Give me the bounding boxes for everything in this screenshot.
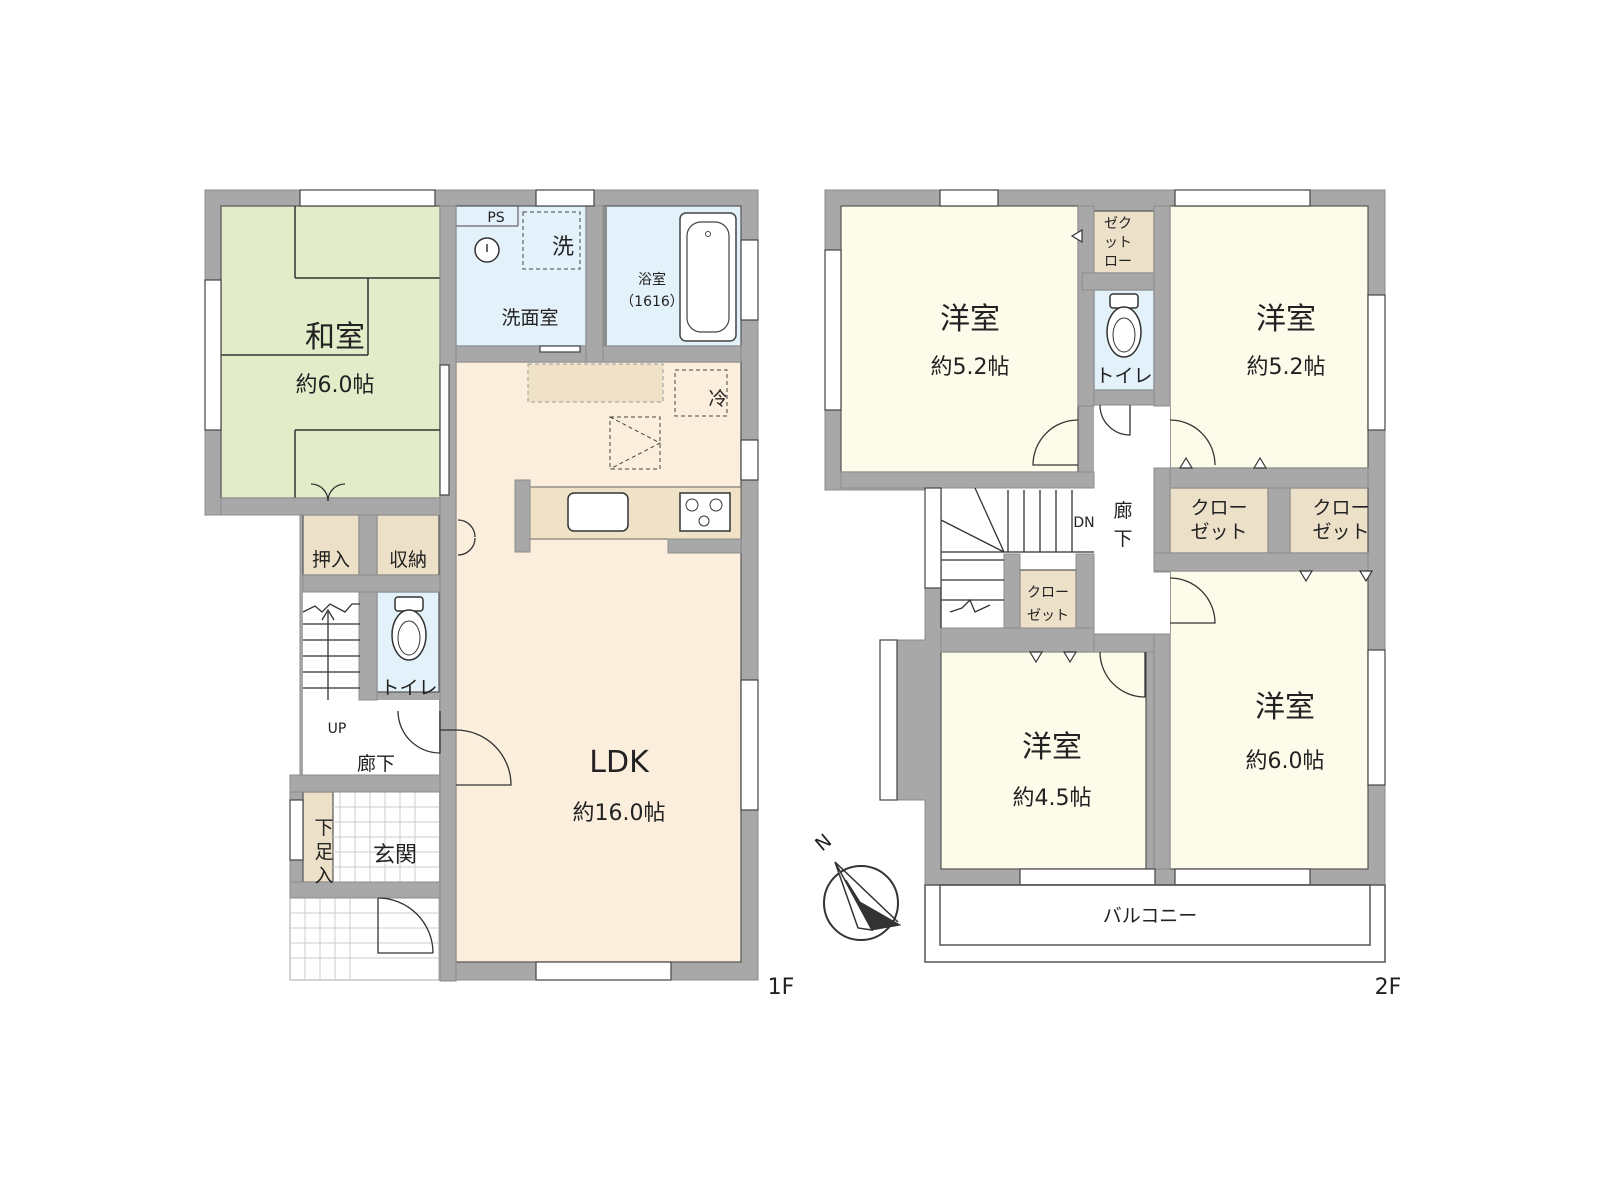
windows-2f (824, 189, 1386, 886)
washbasin-icon (474, 237, 500, 263)
tatami-lines (221, 206, 440, 498)
room-ne-name: 洋室 (1256, 302, 1316, 337)
room-nw-name: 洋室 (940, 302, 1000, 337)
floor-1 (204, 189, 759, 982)
washitsu-name: 和室 (305, 320, 365, 355)
compass: N (811, 830, 902, 941)
hall-1f (303, 700, 439, 775)
shoebox-label-2: 足 (314, 841, 333, 863)
room-nw[interactable] (840, 205, 1079, 473)
oshiire-closet[interactable] (302, 514, 360, 576)
room-nw-area: 約5.2帖 (931, 355, 1010, 380)
room-se-name: 洋室 (1255, 690, 1315, 725)
closet-small-label-3: ロー (1104, 254, 1132, 270)
sink-icon (567, 492, 629, 532)
closet-2-label-2: ゼット (1312, 521, 1369, 543)
toilet-2f-label: トイレ (1095, 365, 1152, 387)
dn-label: DN (1073, 515, 1094, 531)
shuno-label: 収納 (389, 549, 427, 571)
closet-2[interactable] (1289, 487, 1369, 554)
closet-2-label-1: クロー (1312, 497, 1369, 519)
washitsu-area: 約6.0帖 (296, 373, 375, 398)
toilet-1f-label: トイレ (380, 677, 437, 699)
floor2-label: 2F (1375, 975, 1402, 1000)
senmenshitsu-room[interactable] (455, 205, 587, 347)
ldk-area: 約16.0帖 (573, 801, 666, 826)
closet-small-label-1: ゼク (1104, 216, 1132, 232)
room-se-area: 約6.0帖 (1246, 749, 1325, 774)
shoebox-label-3: 入 (314, 865, 333, 887)
ldk-room[interactable] (455, 361, 742, 963)
rouka-1f-label: 廊下 (357, 753, 395, 775)
toilet-2f-icon (1106, 293, 1142, 358)
room-sw-name: 洋室 (1022, 730, 1082, 765)
closet-3-label-2: ゼット (1027, 608, 1069, 624)
rouka-2f-label-2: 下 (1113, 528, 1132, 550)
stairs-1f (302, 603, 360, 700)
shoebox-label-1: 下 (314, 817, 333, 839)
stair-1f (303, 592, 360, 700)
ps-label: PS (487, 210, 504, 226)
bath-label: 浴室 (638, 271, 666, 288)
washer-space (522, 211, 581, 270)
balcony-label: バルコニー (1103, 905, 1198, 927)
closet-1[interactable] (1169, 487, 1269, 554)
compass-needle-south (845, 879, 902, 931)
compass-axis (834, 861, 899, 923)
doors-2f[interactable] (1032, 404, 1216, 698)
doors-1f[interactable] (310, 483, 512, 954)
closet-small-label-2: ット (1104, 235, 1132, 251)
ldk-name: LDK (589, 745, 650, 780)
room-sw[interactable] (940, 651, 1147, 870)
kitchen-shelf (527, 363, 664, 403)
room-sw-area: 約4.5帖 (1013, 786, 1092, 811)
toilet-1f-icon (391, 596, 427, 661)
fridge-label: 冷 (708, 388, 727, 410)
balcony[interactable] (924, 884, 1386, 963)
closet-1-label-1: クロー (1190, 497, 1247, 519)
floor2-interior-walls (840, 205, 1369, 870)
washitsu-room[interactable] (220, 205, 441, 499)
labels-2f: 洋室 約5.2帖 洋室 約5.2帖 洋室 約4.5帖 洋室 約6.0帖 ゼク ッ… (931, 216, 1402, 1000)
floor1-label: 1F (768, 975, 795, 1000)
bathtub-icon (679, 212, 737, 342)
kitchen-peninsula-wall (514, 479, 531, 553)
up-label: UP (328, 721, 347, 737)
stove-icon (679, 492, 731, 532)
rouka-2f-label-1: 廊 (1113, 500, 1132, 522)
closet-markers (1028, 228, 1374, 664)
room-ne[interactable] (1169, 205, 1369, 469)
kitchen-side-wall (667, 538, 742, 554)
senmenshitsu-label: 洗面室 (501, 307, 558, 329)
closet-3-label-1: クロー (1027, 585, 1069, 601)
compass-north-label: N (811, 830, 836, 856)
floor-2 (824, 189, 1386, 963)
closet-1-label-2: ゼット (1190, 521, 1247, 543)
windows-1f (204, 189, 759, 981)
room-ne-area: 約5.2帖 (1247, 355, 1326, 380)
washer-label: 洗 (552, 235, 574, 260)
genkan-label: 玄関 (373, 843, 417, 868)
room-se[interactable] (1169, 570, 1369, 870)
balcony-inner (939, 884, 1371, 946)
bath-size: （1616） (620, 294, 684, 310)
oshiire-label: 押入 (312, 549, 350, 571)
labels-1f: 和室 約6.0帖 PS 洗 洗面室 浴室 （1616） 冷 LDK 約16.0帖… (296, 210, 795, 1000)
pantry-dashed (609, 416, 662, 470)
